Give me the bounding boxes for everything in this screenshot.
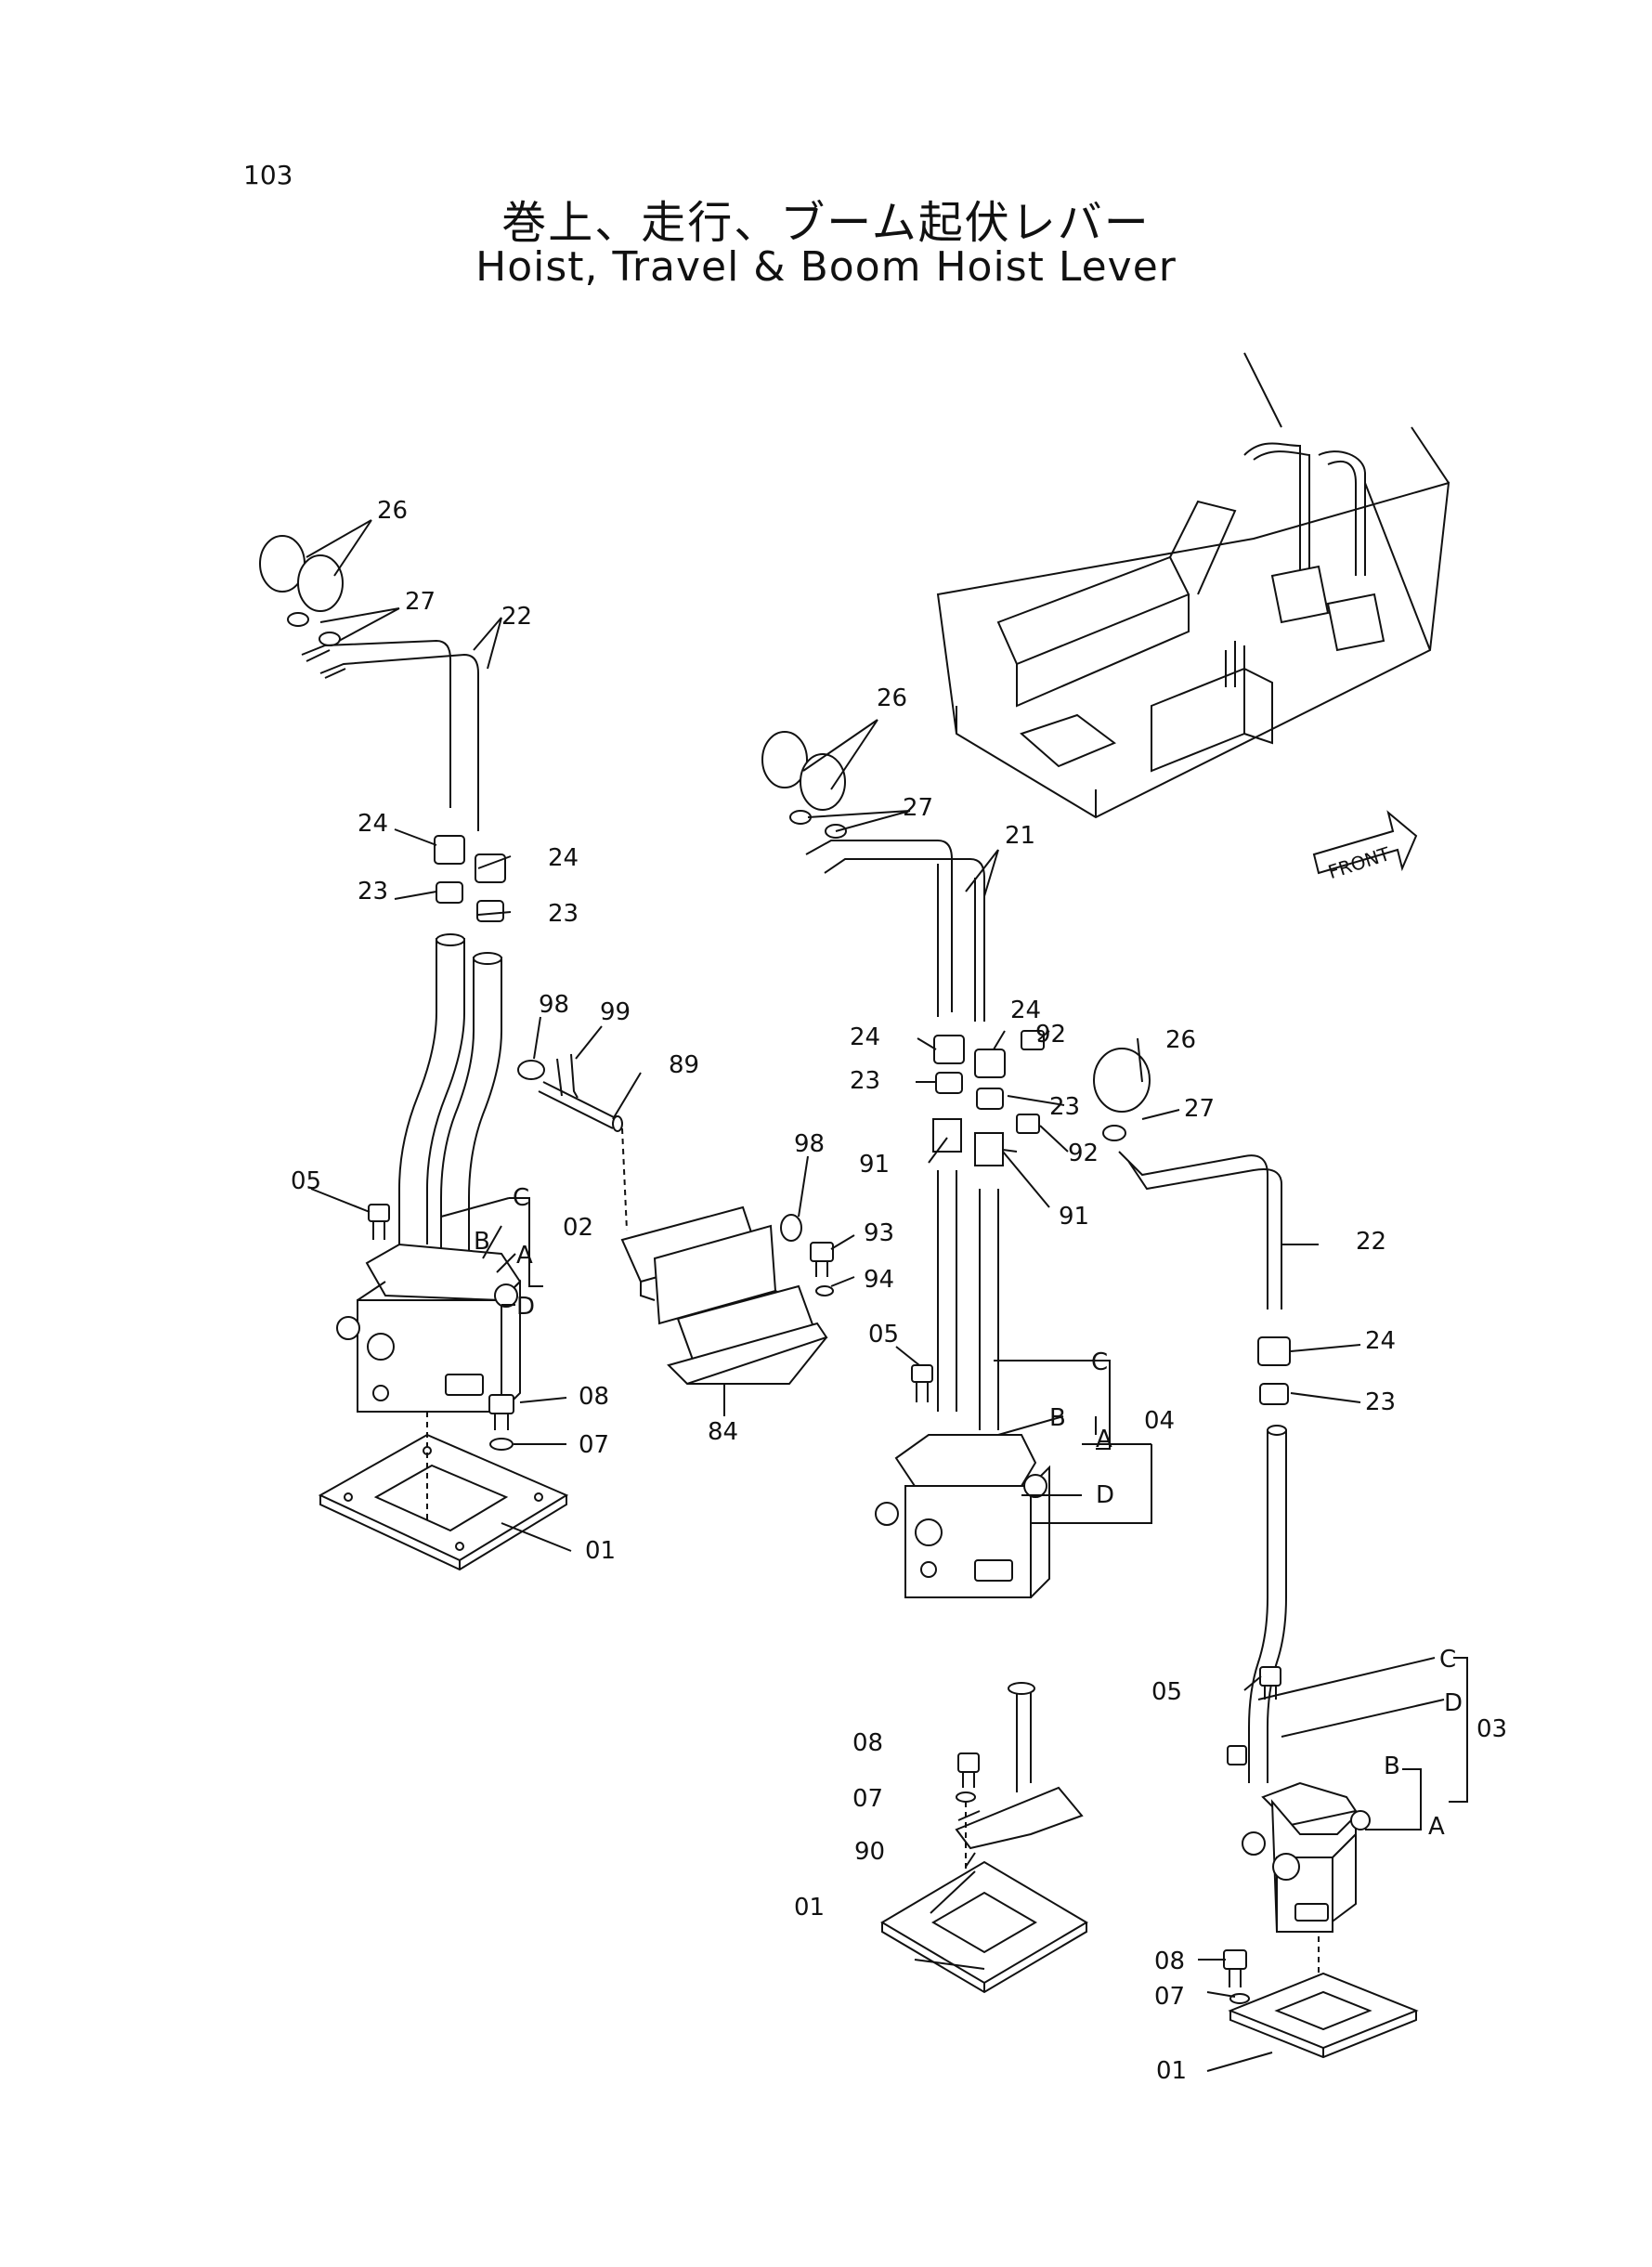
part-label: C: [513, 1184, 529, 1212]
part-label: B: [474, 1228, 490, 1256]
part-label: A: [1428, 1813, 1445, 1841]
part-label: 84: [708, 1418, 738, 1446]
part-label: 07: [579, 1431, 609, 1459]
part-label: 07: [1154, 1983, 1185, 2011]
leader-lines: [306, 519, 1468, 2072]
part-label: 05: [868, 1321, 899, 1348]
part-label: 02: [563, 1214, 593, 1242]
part-label: D: [1096, 1481, 1114, 1509]
part-label: 98: [539, 991, 569, 1019]
part-label: 24: [1010, 997, 1041, 1024]
lever-assembly-02: [259, 535, 569, 1571]
part-label: 01: [585, 1537, 616, 1565]
part-label: 98: [794, 1130, 825, 1158]
plate-assembly-center: [880, 1682, 1088, 1994]
part-label: 92: [1068, 1140, 1099, 1167]
part-label: 23: [850, 1067, 880, 1095]
part-label: 91: [1059, 1203, 1089, 1231]
part-label: 23: [358, 878, 388, 905]
part-label: 23: [548, 900, 579, 928]
part-label: 08: [1154, 1948, 1185, 1975]
part-labels: 26 27 22 24 24 23 23 98 99 89 05 C B A 0…: [291, 497, 1507, 2085]
part-label: 24: [1365, 1327, 1396, 1355]
part-label: 24: [358, 810, 388, 838]
part-label: 27: [903, 794, 933, 822]
bracket-assembly-84: [517, 1053, 834, 1386]
part-label: 22: [501, 603, 532, 631]
part-label: 05: [291, 1167, 321, 1195]
part-label: 89: [669, 1051, 699, 1079]
part-label: 24: [850, 1023, 880, 1051]
part-label: 23: [1365, 1388, 1396, 1416]
part-label: 90: [854, 1838, 885, 1866]
part-label: 05: [1151, 1678, 1182, 1706]
part-label: 23: [1049, 1093, 1080, 1121]
part-label: 04: [1144, 1407, 1175, 1435]
part-label: 07: [852, 1785, 883, 1813]
part-label: 26: [377, 497, 408, 525]
part-label: 91: [859, 1151, 890, 1179]
part-label: C: [1439, 1646, 1456, 1674]
part-label: 27: [1184, 1095, 1215, 1123]
front-arrow: FRONT: [1312, 810, 1418, 883]
part-label: D: [1444, 1689, 1463, 1717]
part-label: 03: [1476, 1715, 1507, 1743]
page-number: 103: [243, 160, 293, 190]
part-label: 26: [877, 684, 907, 712]
cab-console-illustration: [936, 352, 1450, 819]
part-label: 27: [405, 588, 436, 616]
lever-assembly-04: [761, 731, 1050, 1598]
title-english: Hoist, Travel & Boom Hoist Lever: [475, 243, 1177, 291]
part-label: B: [1049, 1404, 1066, 1432]
part-label: A: [516, 1242, 533, 1270]
part-label: 01: [1156, 2057, 1187, 2085]
lever-assembly-03: [1093, 1048, 1419, 2059]
part-label: 21: [1005, 822, 1035, 850]
part-label: 22: [1356, 1228, 1386, 1256]
title-japanese: 巻上、走行、ブーム起伏レバー: [501, 197, 1151, 249]
part-label: 24: [548, 844, 579, 872]
part-label: C: [1091, 1348, 1108, 1376]
part-label: B: [1384, 1752, 1400, 1780]
part-label: A: [1096, 1426, 1112, 1453]
part-label: 26: [1165, 1026, 1196, 1054]
part-label: 93: [864, 1219, 894, 1247]
part-label: 08: [579, 1383, 609, 1411]
part-label: 01: [794, 1894, 825, 1922]
part-label: 99: [600, 998, 631, 1026]
part-label: 92: [1035, 1021, 1066, 1049]
part-label: 08: [852, 1729, 883, 1757]
part-label: D: [516, 1293, 535, 1321]
part-label: 94: [864, 1266, 894, 1294]
